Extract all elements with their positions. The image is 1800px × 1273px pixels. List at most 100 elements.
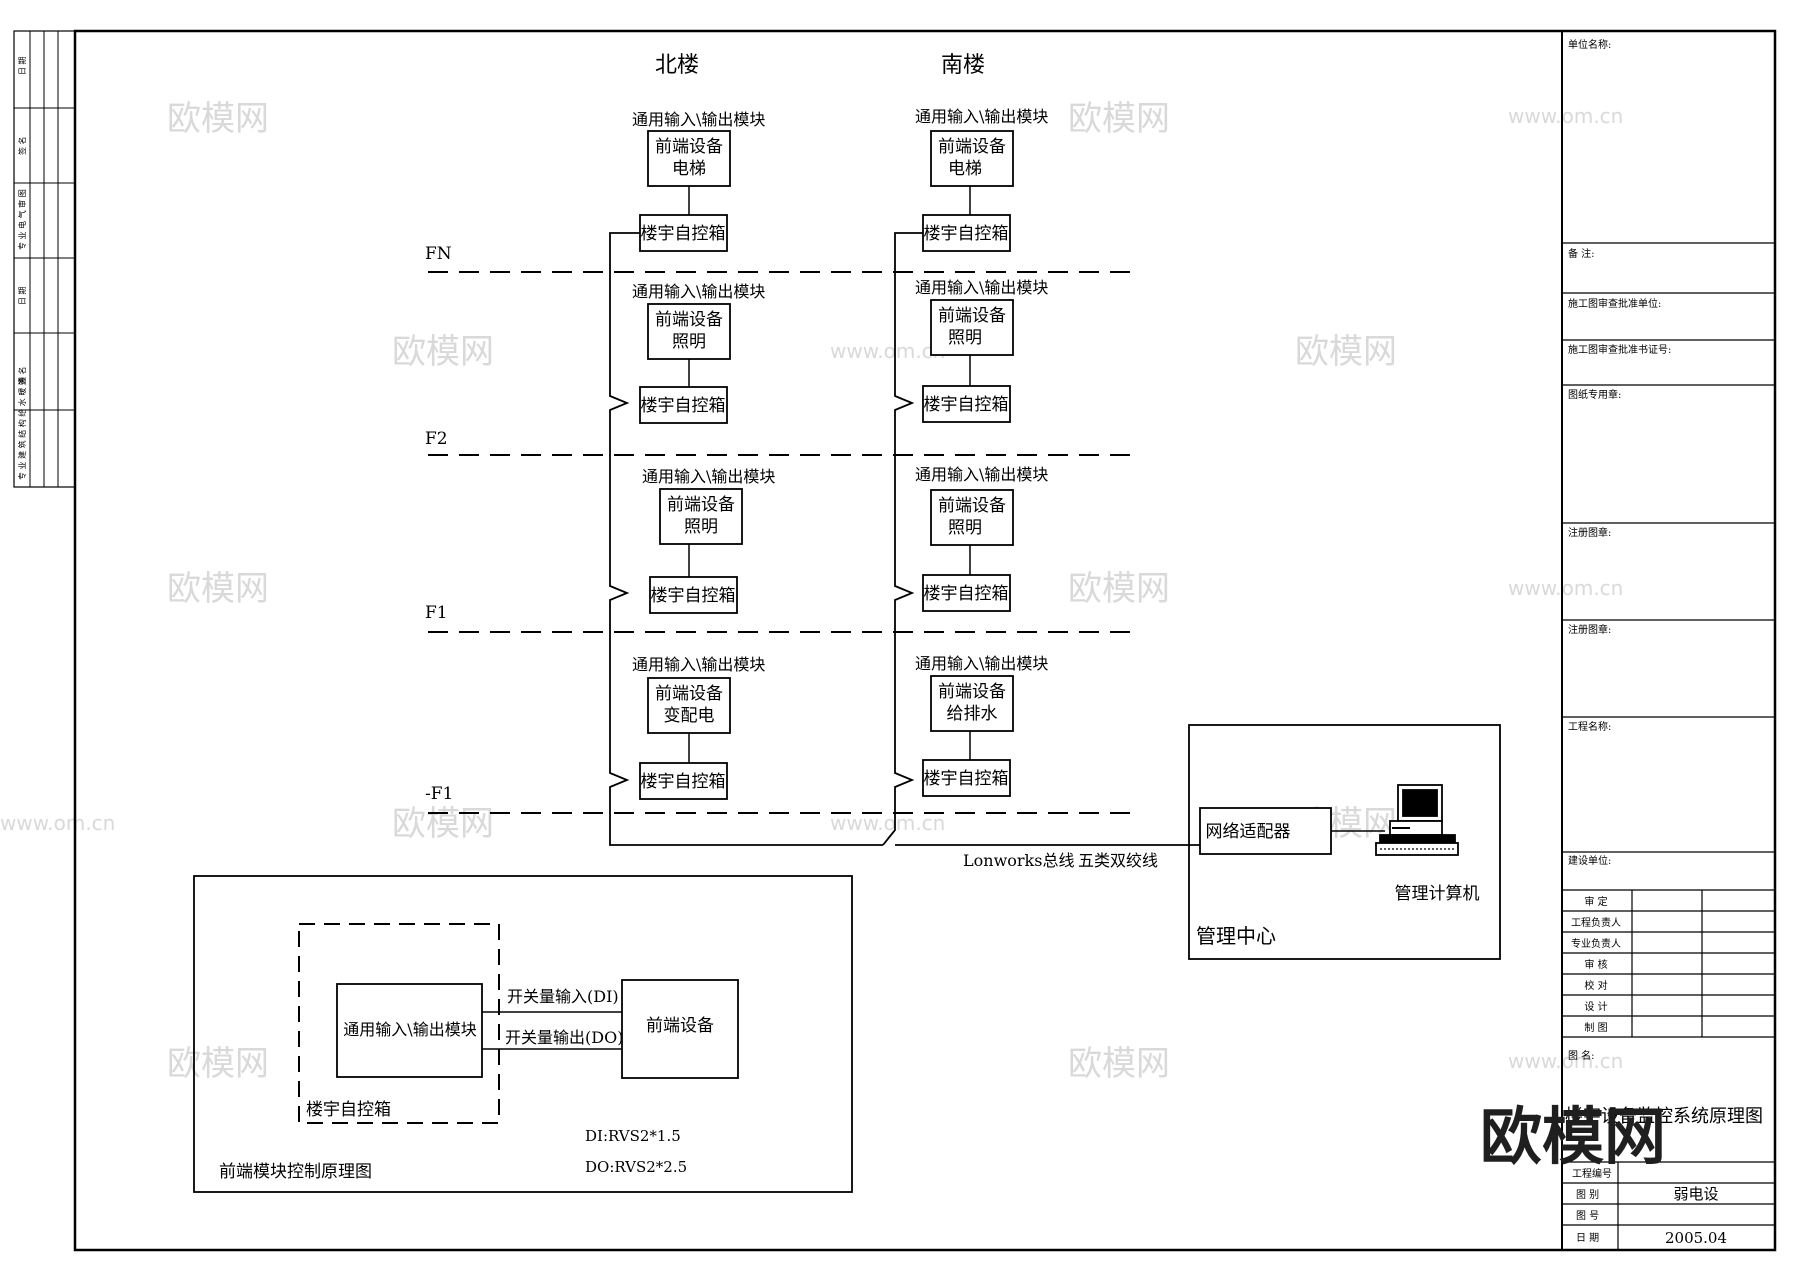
- south-building-label: 南楼: [941, 53, 985, 78]
- watermark-logo: 欧模网: [1068, 569, 1170, 609]
- detail-diagram: 通用输入\输出模块 前端设备 开关量输入(DI) 开关量输出(DO) 楼宇自控箱…: [193, 875, 853, 1193]
- front-device-box: [930, 130, 1014, 187]
- computer-icon: [1375, 784, 1459, 856]
- front-device-box: [647, 677, 731, 734]
- lonworks-bus: [609, 232, 1200, 846]
- north-b1-group: 通用输入\输出模块 前端设备 变配电 楼宇自控箱: [632, 655, 765, 800]
- front-device-label: 前端设备: [938, 682, 1006, 702]
- south-b1-group: 通用输入\输出模块 前端设备 给排水 楼宇自控箱: [915, 654, 1048, 797]
- watermark-url: www.om.cn: [0, 811, 115, 835]
- front-device-label: 前端设备: [938, 137, 1006, 157]
- control-box: [922, 759, 1011, 797]
- tb-reg-seal: 注册图章:: [1568, 526, 1611, 539]
- module-label: 通用输入\输出模块: [632, 282, 765, 301]
- control-box-label: 楼宇自控箱: [924, 224, 1009, 244]
- detail-box-label: 楼宇自控箱: [306, 1100, 391, 1120]
- north-f1-group: 通用输入\输出模块 前端设备 照明 楼宇自控箱: [642, 467, 775, 614]
- tb-draft: 制 图: [1584, 1021, 1607, 1034]
- south-bus-line: [882, 232, 923, 846]
- module-label: 通用输入\输出模块: [915, 107, 1048, 126]
- floor-label-f1: F1: [425, 603, 448, 623]
- control-box: [639, 214, 728, 252]
- tb-approve: 审 定: [1584, 895, 1607, 908]
- watermark-logo: 欧模网: [392, 804, 494, 844]
- north-bus-line: [609, 232, 883, 846]
- management-center-title: 管理中心: [1196, 924, 1276, 948]
- tb-remarks: 备 注:: [1568, 247, 1595, 260]
- control-box: [922, 385, 1011, 423]
- front-device-box: [659, 488, 743, 545]
- module-label: 通用输入\输出模块: [915, 278, 1048, 297]
- control-box: [922, 214, 1011, 252]
- control-box: [649, 576, 738, 614]
- south-f2-group: 通用输入\输出模块 前端设备 照明 楼宇自控箱: [915, 278, 1048, 423]
- detail-device-box: [621, 979, 739, 1079]
- drawing-frame: [73, 29, 1777, 1252]
- tb-category-label: 图 别: [1576, 1189, 1599, 1201]
- watermark-logo: 欧模网: [167, 1044, 269, 1084]
- watermark-url: www.om.cn: [830, 339, 945, 363]
- strip-label: 签 名: [17, 136, 27, 155]
- south-fn-group: 通用输入\输出模块 前端设备 电梯 楼宇自控箱: [915, 107, 1048, 252]
- north-fn-group: 通用输入\输出模块 前端设备 电梯 楼宇自控箱: [632, 110, 765, 252]
- watermark-logo: 欧模网: [1295, 332, 1397, 372]
- network-adapter-label: 网络适配器: [1206, 822, 1291, 842]
- watermark-url: www.om.cn: [1508, 1049, 1623, 1073]
- tb-drawing-no: 图 号: [1576, 1210, 1599, 1222]
- front-device-box: [930, 675, 1014, 732]
- tb-unit-name: 单位名称:: [1568, 38, 1611, 51]
- cable-type-label: 五类双绞线: [1078, 851, 1158, 870]
- tb-project-lead: 工程负责人: [1571, 916, 1621, 929]
- north-f2-group: 通用输入\输出模块 前端设备 照明 楼宇自控箱: [632, 282, 765, 424]
- tb-discipline-lead: 专业负责人: [1571, 937, 1621, 950]
- left-signature-strip: 日 期 签 名 专 业 电 气 审 图 日 期 签 名 专 业 建 筑 结 构 …: [13, 30, 76, 488]
- tb-date-label: 日 期: [1576, 1232, 1599, 1244]
- detail-module-box: [336, 983, 483, 1078]
- front-device-label: 前端设备: [938, 306, 1006, 326]
- detail-frame: [193, 875, 853, 1193]
- watermark-logo: 欧模网: [1068, 99, 1170, 139]
- watermark-logo-large: 欧模网: [1480, 1100, 1666, 1173]
- control-box: [639, 386, 728, 424]
- module-label: 通用输入\输出模块: [632, 655, 765, 674]
- management-center: 网络适配器 管理计算机 管理中心: [1188, 724, 1501, 960]
- tb-client: 建设单位:: [1568, 854, 1611, 867]
- control-box: [639, 762, 728, 800]
- strip-label: 签 名: [17, 366, 27, 385]
- tb-project-name: 工程名称:: [1568, 720, 1611, 733]
- watermark-logo: 欧模网: [167, 569, 269, 609]
- control-box-dashed-outline: [298, 923, 500, 1124]
- di-label: 开关量输入(DI): [507, 987, 619, 1006]
- floor-label-b1: -F1: [425, 784, 453, 804]
- floor-lines: [428, 271, 1135, 814]
- do-spec: DO:RVS2*2.5: [585, 1158, 687, 1176]
- watermark-logo: 欧模网: [167, 99, 269, 139]
- front-device-box: [930, 299, 1014, 356]
- device-name-water: 给排水: [947, 704, 998, 724]
- tb-reg-seal: 注册图章:: [1568, 623, 1611, 636]
- tb-check: 审 核: [1584, 958, 1607, 971]
- do-label: 开关量输出(DO): [505, 1028, 623, 1047]
- management-center-frame: [1188, 724, 1501, 960]
- tb-review-cert: 施工图审查批准书证号:: [1568, 343, 1671, 356]
- device-name-power: 变配电: [664, 706, 715, 726]
- device-name-lighting: 照明: [948, 518, 982, 538]
- device-name-lighting: 照明: [672, 332, 706, 352]
- control-box-label: 楼宇自控箱: [924, 395, 1009, 415]
- detail-module-label: 通用输入\输出模块: [343, 1020, 476, 1039]
- front-device-box: [930, 489, 1014, 546]
- control-box-label: 楼宇自控箱: [641, 772, 726, 792]
- management-computer-label: 管理计算机: [1395, 884, 1480, 904]
- strip-label: 专 业 电 气 审 图: [17, 189, 27, 250]
- watermark-url: www.om.cn: [830, 811, 945, 835]
- tb-drawing-seal: 图纸专用章:: [1568, 388, 1621, 401]
- watermark-logo: 欧模网: [392, 332, 494, 372]
- tb-drawing-name: 楼宇设备监控系统原理图: [1565, 1106, 1763, 1127]
- strip-label: 日 期: [18, 286, 27, 305]
- device-name-elevator: 电梯: [948, 159, 982, 179]
- floor-label-fn: FN: [425, 244, 452, 264]
- front-device-label: 前端设备: [655, 684, 723, 704]
- control-box-label: 楼宇自控箱: [641, 224, 726, 244]
- watermark-url: www.om.cn: [1508, 576, 1623, 600]
- control-box-label: 楼宇自控箱: [924, 584, 1009, 604]
